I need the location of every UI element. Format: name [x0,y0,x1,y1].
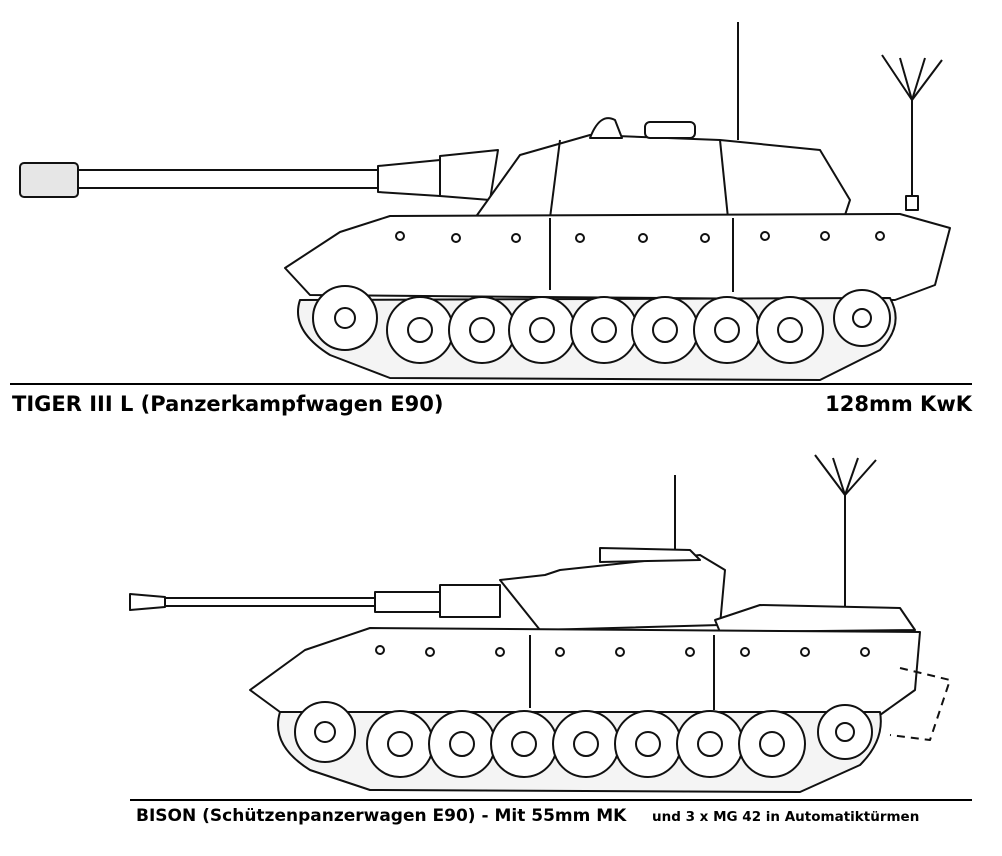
vehicle-1-name: TIGER III L (Panzerkampfwagen E90) [12,392,444,416]
hull [249,627,921,716]
ground-line-1 [10,383,972,385]
star-antenna [881,54,943,211]
vehicle-2-name: BISON (Schützenpanzerwagen E90) - Mit 55… [136,806,627,826]
vehicle-1-armament: 128mm KwK [825,392,972,416]
star-antenna [814,454,877,610]
turret [499,554,726,631]
muzzle-brake [19,162,79,198]
road-wheels [294,701,873,778]
ground-line-2 [130,799,972,801]
tiger-iii-drawing [19,22,951,381]
main-gun [19,149,499,201]
hull [284,213,951,301]
road-wheels [312,285,891,364]
casemate [474,134,851,219]
vehicle-2-armament: und 3 x MG 42 in Automatiktürmen [652,809,920,825]
bison-drawing [129,454,951,793]
autocannon [129,584,501,618]
